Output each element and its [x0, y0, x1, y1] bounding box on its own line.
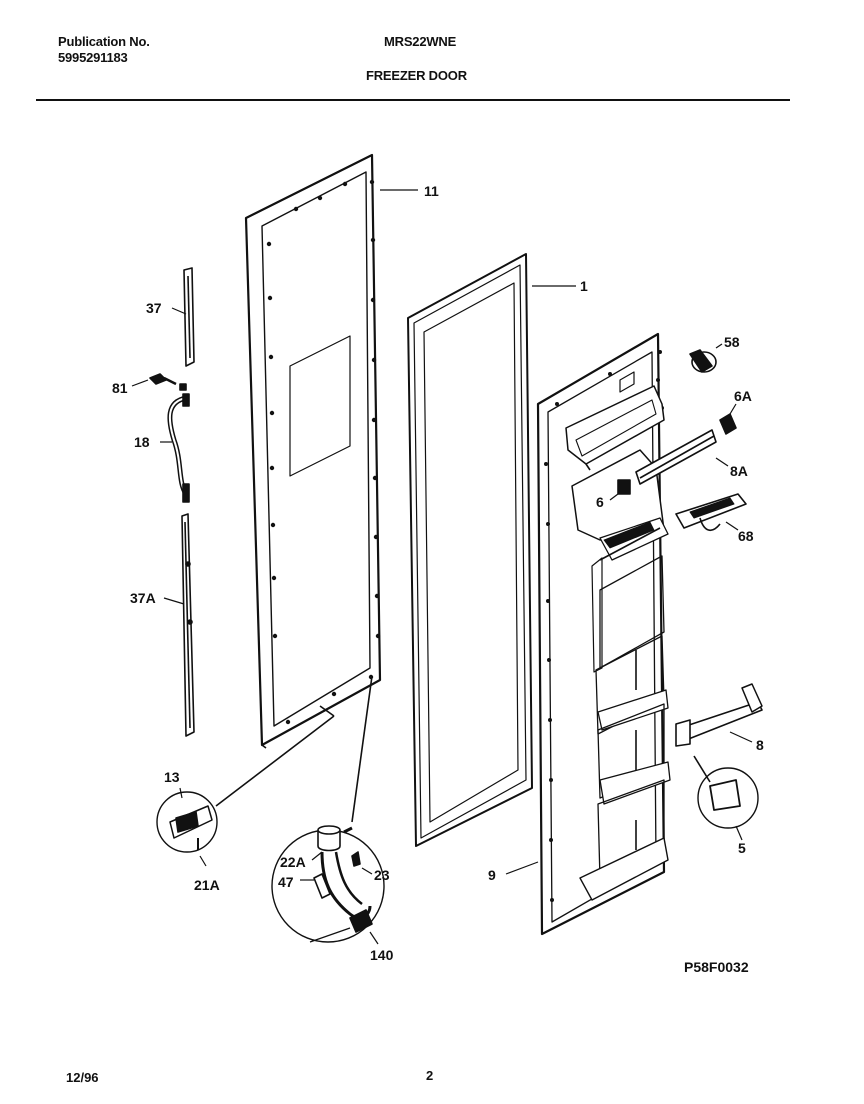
- screw-58: [689, 349, 717, 373]
- callout-140: 140: [370, 947, 394, 963]
- callout-37A: 37A: [130, 590, 156, 606]
- callout-6: 6: [596, 494, 604, 510]
- lower-handle-trim: [181, 513, 195, 737]
- callout-8A: 8A: [730, 463, 748, 479]
- footer-date: 12/96: [66, 1070, 99, 1085]
- callout-5: 5: [738, 840, 746, 856]
- callout-81: 81: [112, 380, 128, 396]
- callout-23: 23: [374, 867, 390, 883]
- handle-screw: [149, 373, 187, 391]
- callout-11: 11: [424, 183, 439, 199]
- callout-22A: 22A: [280, 854, 306, 870]
- callout-18: 18: [134, 434, 150, 450]
- callout-21A: 21A: [194, 877, 220, 893]
- callout-37: 37: [146, 300, 162, 316]
- publication-number: 5995291183: [58, 50, 128, 65]
- callout-47: 47: [278, 874, 294, 890]
- door-liner-frame: [244, 153, 382, 749]
- callout-58: 58: [724, 334, 740, 350]
- door-handle: [167, 393, 190, 503]
- model-number: MRS22WNE: [384, 34, 457, 49]
- drawing-code: P58F0032: [684, 959, 749, 975]
- callout-9: 9: [488, 867, 496, 883]
- dispenser-door-panel: [536, 332, 671, 936]
- upper-handle-trim: [183, 267, 195, 367]
- clip-6: [617, 479, 631, 495]
- door-gasket: [407, 253, 533, 847]
- footer-page: 2: [426, 1068, 434, 1083]
- clip-6A: [719, 413, 737, 435]
- callout-68: 68: [738, 528, 754, 544]
- callout-1: 1: [580, 278, 588, 294]
- callout-8: 8: [756, 737, 764, 753]
- callout-6A: 6A: [734, 388, 752, 404]
- bracket-8: [675, 683, 763, 747]
- detail-circle-hinge: [156, 705, 335, 853]
- detail-circle-wiring: [271, 675, 385, 943]
- actuator-pad-68: [675, 493, 747, 531]
- header-rule: [36, 99, 790, 101]
- publication-label: Publication No.: [58, 34, 150, 49]
- callout-13: 13: [164, 769, 180, 785]
- bar-8A: [635, 429, 717, 485]
- detail-circle-5: [693, 755, 759, 829]
- section-title: FREEZER DOOR: [366, 68, 467, 83]
